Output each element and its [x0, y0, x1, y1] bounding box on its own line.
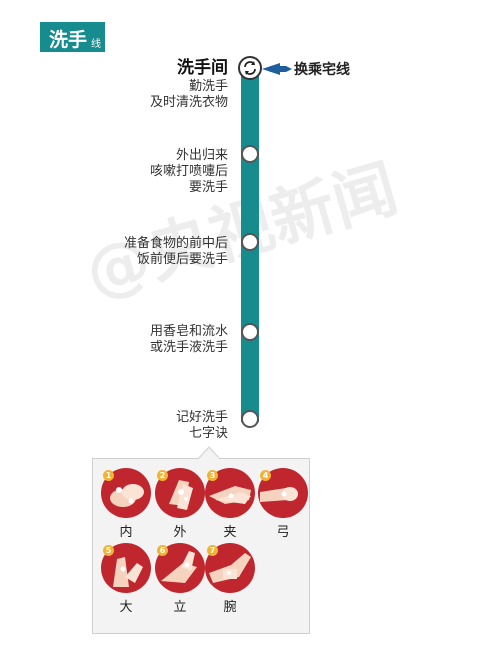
- hand-washing-icon: [205, 468, 255, 518]
- step-number: 4: [260, 470, 271, 481]
- station-1-title: 洗手间: [177, 58, 228, 78]
- line-badge: 洗手 线: [40, 22, 105, 52]
- station-4-label: 用香皂和流水 或洗手液洗手: [149, 324, 228, 355]
- step-number: 3: [207, 470, 218, 481]
- step-label: 弓: [276, 525, 290, 540]
- station-3: [241, 233, 259, 251]
- station-1-desc: 勤洗手 及时清洗衣物: [149, 79, 228, 110]
- step-number: 5: [103, 545, 114, 556]
- step-label: 内: [119, 525, 133, 540]
- panel-pointer: [198, 446, 220, 460]
- transfer-arrow-icon: [262, 63, 292, 75]
- step-label: 夹: [223, 525, 237, 540]
- station-3-label: 准备食物的前中后 饭前便后要洗手: [123, 236, 228, 267]
- hand-washing-icon: [205, 543, 255, 593]
- transfer-station: [238, 56, 262, 80]
- step-label: 腕: [223, 600, 237, 615]
- step-number: 6: [157, 545, 168, 556]
- step-label: 大: [119, 600, 133, 615]
- step-number: 7: [207, 545, 218, 556]
- step-label: 立: [173, 600, 187, 615]
- station-2: [241, 145, 259, 163]
- line-suffix: 线: [91, 39, 101, 50]
- station-4: [241, 323, 259, 341]
- step-number: 1: [103, 470, 114, 481]
- watermark: @央视新闻: [74, 138, 407, 315]
- line-name: 洗手: [49, 29, 88, 51]
- step-label: 外: [173, 525, 187, 540]
- transfer-label: 换乘宅线: [294, 62, 350, 78]
- station-5: [241, 410, 259, 428]
- swap-arrows-icon: [244, 61, 256, 75]
- station-2-label: 外出归来 咳嗽打喷嚏后 要洗手: [149, 148, 228, 195]
- step-number: 2: [157, 470, 168, 481]
- station-5-label: 记好洗手 七字诀: [175, 410, 228, 441]
